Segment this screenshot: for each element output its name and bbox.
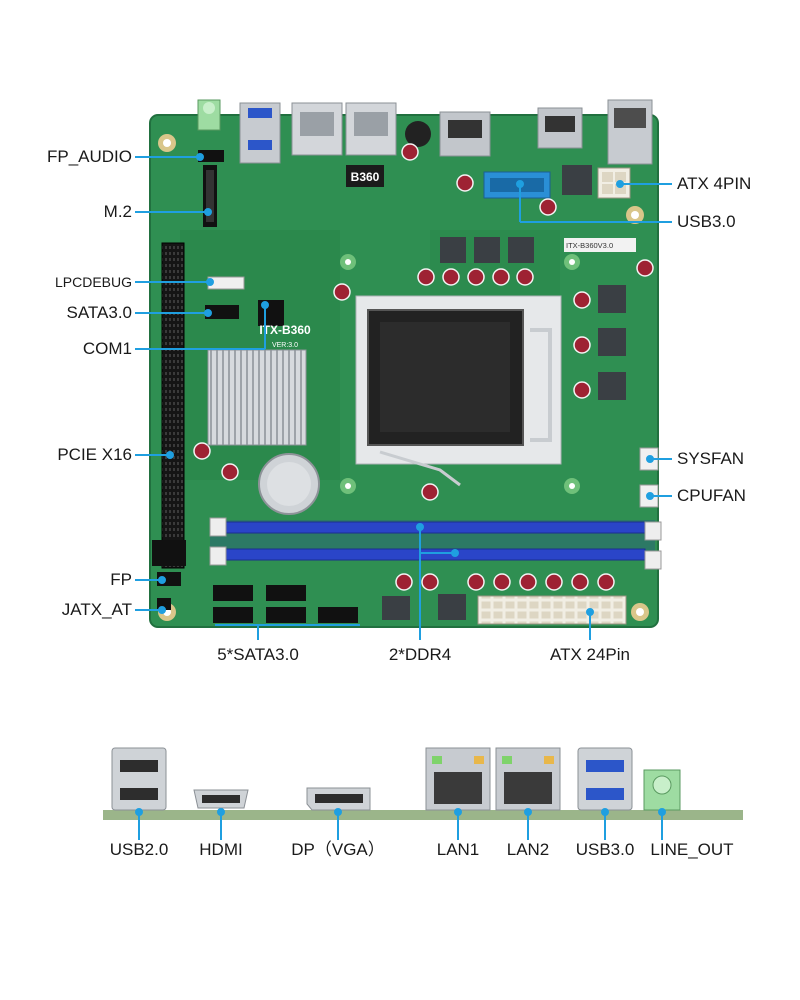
silk-model: ITX-B360 xyxy=(259,323,311,337)
io-label-usb20: USB2.0 xyxy=(109,840,169,859)
heatsink xyxy=(207,349,307,446)
lan1-port-icon xyxy=(425,747,491,811)
label-2-ddr4: 2*DDR4 xyxy=(388,645,452,664)
chip-label: B360 xyxy=(351,170,380,184)
label-atx-24pin: ATX 24Pin xyxy=(549,645,631,664)
usb2-port-icon xyxy=(111,747,167,811)
label-atx-4pin: ATX 4PIN xyxy=(677,174,752,193)
label-sysfan: SYSFAN xyxy=(677,449,745,468)
atx-24pin-connector xyxy=(477,595,627,625)
hdmi-port-icon xyxy=(193,789,249,809)
label-lpcdebug: LPCDEBUG xyxy=(54,274,132,290)
usb3-port-icon xyxy=(577,747,633,811)
label-sata30: SATA3.0 xyxy=(66,303,132,322)
io-label-line-out: LINE_OUT xyxy=(650,840,734,859)
label-5-sata30: 5*SATA3.0 xyxy=(217,645,299,664)
displayport-icon xyxy=(306,787,371,811)
sticker: ITX-B360V3.0 xyxy=(566,241,613,250)
silk-version: VER:3.0 xyxy=(272,342,298,349)
io-label-lan2: LAN2 xyxy=(506,840,550,859)
io-label-hdmi: HDMI xyxy=(199,840,243,859)
label-jatx-at: JATX_AT xyxy=(61,600,132,619)
label-com1: COM1 xyxy=(82,339,132,358)
pcie-slot xyxy=(161,242,185,569)
label-fp: FP xyxy=(110,570,132,589)
label-m2: M.2 xyxy=(103,202,132,221)
dimm-slot-2 xyxy=(224,548,646,561)
label-usb30-header: USB3.0 xyxy=(677,212,736,231)
io-label-lan1: LAN1 xyxy=(436,840,480,859)
lan2-port-icon xyxy=(495,747,561,811)
label-cpufan: CPUFAN xyxy=(677,486,746,505)
label-fp-audio: FP_AUDIO xyxy=(46,147,132,166)
dimm-slot-1 xyxy=(224,521,646,534)
audio-jack-icon xyxy=(643,769,681,811)
io-label-dp-vga: DP（VGA） xyxy=(291,840,385,859)
io-label-usb30: USB3.0 xyxy=(575,840,635,859)
label-pcie-x16: PCIE X16 xyxy=(57,445,132,464)
